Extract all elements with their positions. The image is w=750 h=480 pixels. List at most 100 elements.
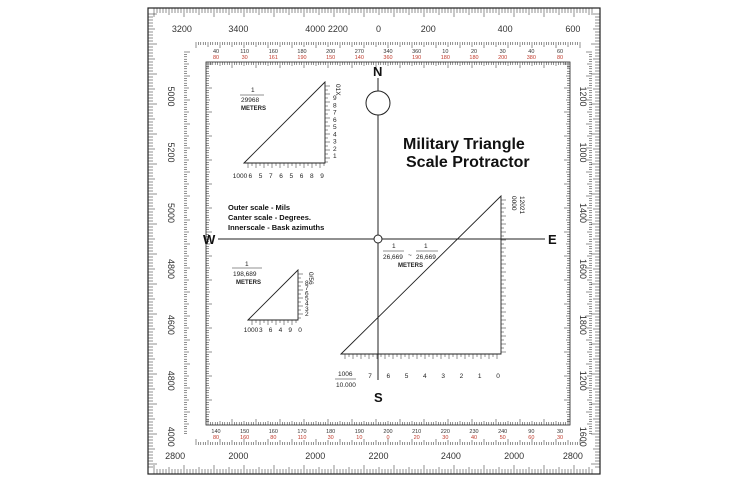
scale-number: 3 bbox=[305, 306, 309, 313]
east-label: E bbox=[548, 232, 557, 247]
lg-side-label: 0000 bbox=[510, 196, 517, 211]
back-azimuth-label: 30 bbox=[242, 55, 248, 61]
degree-label: 110 bbox=[240, 49, 249, 55]
scale-number: 2 bbox=[333, 146, 337, 153]
lower-left-triangle-ticks bbox=[251, 273, 303, 325]
degree-label: 40 bbox=[528, 49, 534, 55]
back-azimuth-label: 20 bbox=[414, 435, 420, 441]
scale-number: 6 bbox=[305, 290, 309, 297]
center-left-top: 1 bbox=[392, 243, 396, 250]
back-azimuth-label: 200 bbox=[498, 55, 507, 61]
outer-mil-label: 4000 bbox=[166, 427, 176, 447]
degree-label: 40 bbox=[213, 49, 219, 55]
scale-number: 7 bbox=[305, 285, 309, 292]
upper-left-triangle-ticks bbox=[247, 85, 330, 168]
degree-label: 210 bbox=[412, 429, 421, 435]
scale-number: 3 bbox=[259, 327, 263, 334]
outer-mil-label: 2800 bbox=[165, 451, 185, 461]
outer-mil-label: 0 bbox=[376, 24, 381, 34]
lg-side-label-2: 12021 bbox=[518, 196, 525, 214]
lower-left-triangle-shape bbox=[246, 268, 299, 321]
ll-scale-top: 1 bbox=[245, 261, 249, 268]
degree-label: 230 bbox=[469, 429, 478, 435]
scale-number: 8 bbox=[305, 280, 309, 287]
large-triangle-ticks bbox=[344, 199, 506, 359]
ul-scale-value: 29968 bbox=[241, 97, 259, 104]
outer-mil-label: 5200 bbox=[166, 142, 176, 162]
scale-number: 4 bbox=[423, 373, 427, 380]
back-azimuth-label: 40 bbox=[471, 435, 477, 441]
outer-mil-label: 2000 bbox=[228, 451, 248, 461]
legend-line-2: Canter scale - Degrees. bbox=[228, 213, 311, 222]
center-right-value: 26,669 bbox=[416, 254, 436, 261]
center-scale: 1 26,669 ~ 1 26,669 METERS bbox=[383, 243, 438, 269]
back-azimuth-label: 380 bbox=[527, 55, 536, 61]
scale-number: 5 bbox=[289, 173, 293, 180]
back-azimuth-label: 360 bbox=[383, 55, 392, 61]
scale-number: 9 bbox=[288, 327, 292, 334]
scale-number: 1 bbox=[333, 153, 337, 160]
degree-label: 30 bbox=[500, 49, 506, 55]
title-line-1: Military Triangle bbox=[403, 136, 525, 153]
outer-mil-label: 4800 bbox=[166, 371, 176, 391]
degree-label: 150 bbox=[240, 429, 249, 435]
ll-unit: METERS bbox=[236, 280, 261, 286]
scale-number: 3 bbox=[333, 139, 337, 146]
outer-mil-label: 2200 bbox=[369, 451, 389, 461]
back-azimuth-label: 50 bbox=[500, 435, 506, 441]
center-right-top: 1 bbox=[424, 243, 428, 250]
degree-label: 160 bbox=[269, 429, 278, 435]
degree-label: 10 bbox=[442, 49, 448, 55]
degree-label: 60 bbox=[557, 49, 563, 55]
scale-number: 6 bbox=[386, 373, 390, 380]
scale-number: 1000 bbox=[233, 173, 248, 180]
scale-number: 6 bbox=[333, 117, 337, 124]
back-azimuth-label: 0 bbox=[386, 435, 389, 441]
scale-number: 5 bbox=[405, 373, 409, 380]
scale-number: 5 bbox=[259, 173, 263, 180]
outer-mil-label: 1600 bbox=[578, 427, 588, 447]
scale-number: 4 bbox=[333, 131, 337, 138]
legend-line-1: Outer scale - Mils bbox=[228, 203, 290, 212]
outer-mil-label: 2400 bbox=[441, 451, 461, 461]
outer-mil-label: 1200 bbox=[578, 371, 588, 391]
north-hole bbox=[365, 90, 391, 116]
back-azimuth-label: 30 bbox=[442, 435, 448, 441]
tick-marks bbox=[148, 8, 600, 474]
title-line-2: Scale Protractor bbox=[406, 154, 530, 171]
center-left-value: 26,669 bbox=[383, 254, 403, 261]
scale-number: 3 bbox=[441, 373, 445, 380]
outer-mil-label: 1400 bbox=[578, 203, 588, 223]
back-azimuth-label: 180 bbox=[441, 55, 450, 61]
back-azimuth-label: 180 bbox=[469, 55, 478, 61]
north-label: N bbox=[373, 64, 382, 79]
scale-number: 8 bbox=[333, 102, 337, 109]
degree-label: 140 bbox=[211, 429, 220, 435]
outer-mil-label: 400 bbox=[498, 24, 513, 34]
outer-mil-label: 5000 bbox=[166, 87, 176, 107]
back-azimuth-label: 140 bbox=[355, 55, 364, 61]
back-azimuth-label: 150 bbox=[326, 55, 335, 61]
scale-number: 1 bbox=[478, 373, 482, 380]
degree-label: 240 bbox=[498, 429, 507, 435]
back-azimuth-label: 30 bbox=[557, 435, 563, 441]
scale-number: 6 bbox=[248, 173, 252, 180]
ul-side-label: 01X bbox=[334, 84, 341, 96]
outer-mil-label: 600 bbox=[565, 24, 580, 34]
center-unit: METERS bbox=[398, 263, 423, 269]
outer-mil-label: 3400 bbox=[228, 24, 248, 34]
outer-mil-label: 1600 bbox=[578, 259, 588, 279]
ul-unit: METERS bbox=[241, 106, 266, 112]
back-azimuth-label: 80 bbox=[213, 55, 219, 61]
degree-label: 220 bbox=[441, 429, 450, 435]
center-tilde: ~ bbox=[408, 252, 412, 259]
legend-line-3: Innerscale - Bask azimuths bbox=[228, 223, 324, 232]
